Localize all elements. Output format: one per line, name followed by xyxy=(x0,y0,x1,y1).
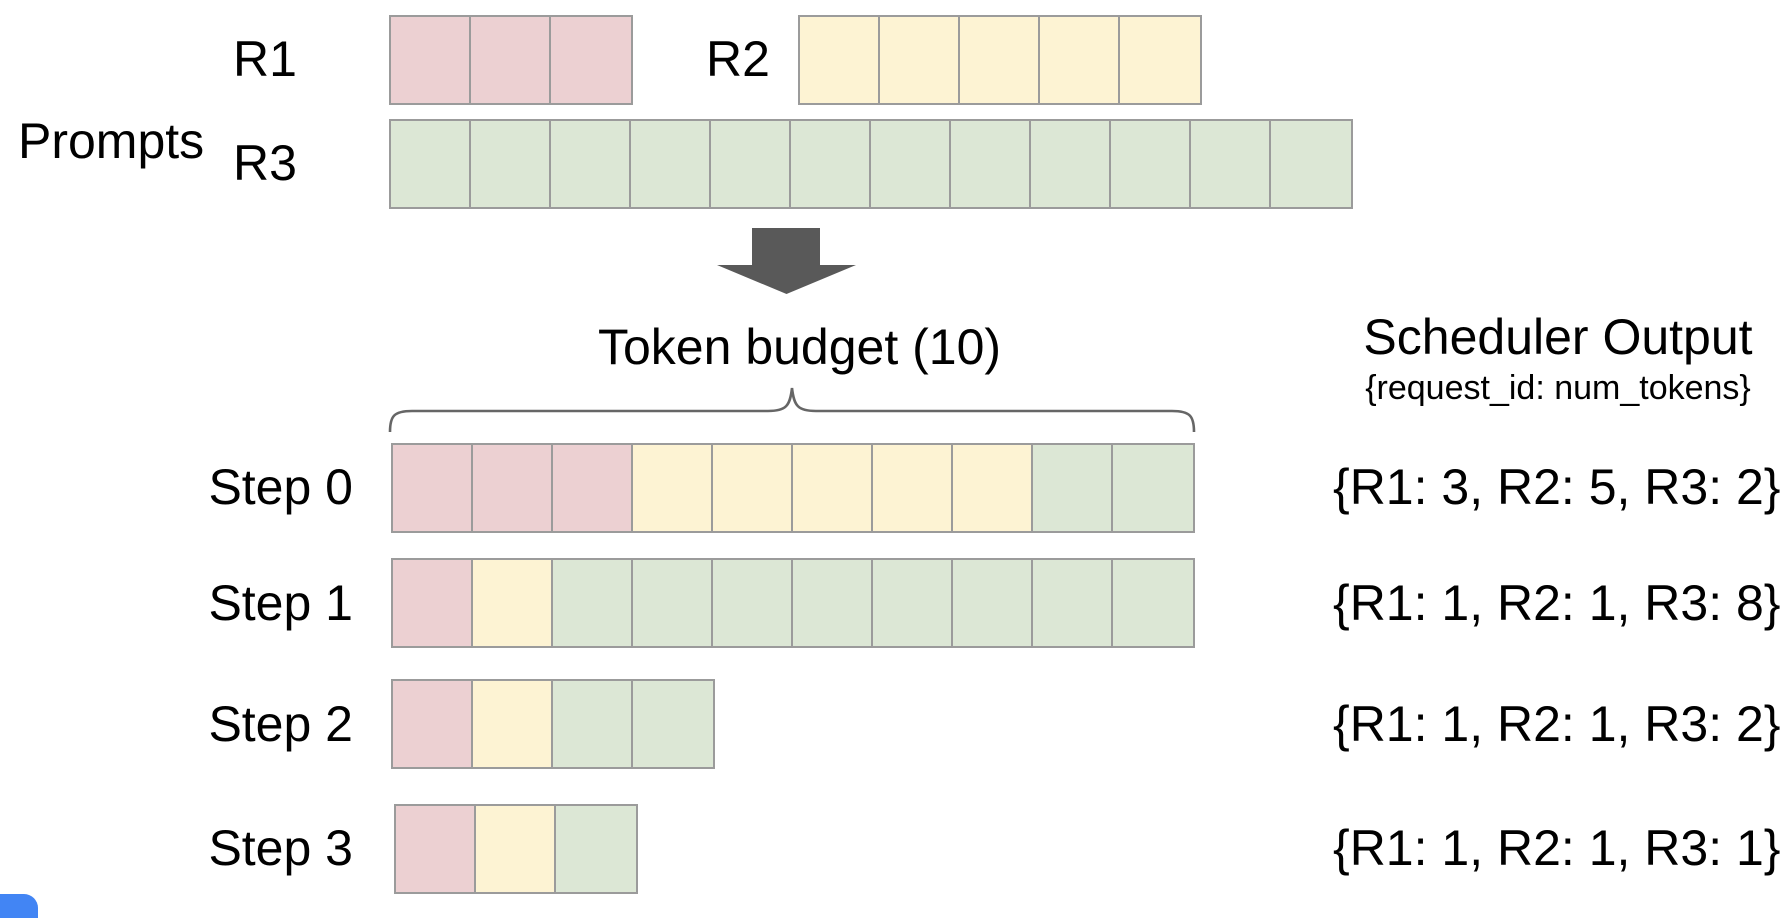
step-3-row xyxy=(394,804,638,894)
step-1-row xyxy=(391,558,1195,648)
token-cell-r2 xyxy=(713,445,793,531)
prompt-row-r2 xyxy=(798,15,1202,105)
token-budget-label: Token budget (10) xyxy=(598,319,1002,375)
token-cell-r2 xyxy=(800,17,880,103)
token-cell-r3 xyxy=(711,121,791,207)
prompts-label: Prompts xyxy=(18,113,205,169)
token-budget-brace xyxy=(388,384,1196,439)
decorative-corner-shape xyxy=(0,894,38,918)
curly-brace-icon xyxy=(388,387,1196,433)
token-cell-r3 xyxy=(1191,121,1271,207)
scheduler-output-subtitle: {request_id: num_tokens} xyxy=(1365,369,1751,407)
token-cell-r1 xyxy=(393,445,473,531)
token-cell-r1 xyxy=(551,17,631,103)
token-cell-r3 xyxy=(1113,560,1193,646)
token-cell-r1 xyxy=(396,806,476,892)
step-0-label: Step 0 xyxy=(208,459,353,515)
step-2-row xyxy=(391,679,715,769)
token-cell-r2 xyxy=(873,445,953,531)
token-cell-r3 xyxy=(1113,445,1193,531)
scheduler-output-title: Scheduler Output xyxy=(1363,309,1753,365)
token-cell-r2 xyxy=(473,560,553,646)
scheduler-output-header: Scheduler Output {request_id: num_tokens… xyxy=(1340,310,1776,408)
token-cell-r1 xyxy=(473,445,553,531)
step-2-label: Step 2 xyxy=(208,696,353,752)
token-cell-r3 xyxy=(553,560,633,646)
token-cell-r1 xyxy=(393,681,473,767)
token-cell-r3 xyxy=(471,121,551,207)
prompt-row-r1 xyxy=(389,15,633,105)
token-cell-r1 xyxy=(553,445,633,531)
step-1-scheduler-output: {R1: 1, R2: 1, R3: 8} xyxy=(1333,575,1781,631)
step-3-scheduler-output: {R1: 1, R2: 1, R3: 1} xyxy=(1333,820,1781,876)
token-cell-r2 xyxy=(473,681,553,767)
step-2-scheduler-output: {R1: 1, R2: 1, R3: 2} xyxy=(1333,696,1781,752)
token-cell-r3 xyxy=(953,560,1033,646)
token-cell-r3 xyxy=(1031,121,1111,207)
token-cell-r2 xyxy=(1040,17,1120,103)
token-cell-r3 xyxy=(1271,121,1351,207)
token-cell-r3 xyxy=(551,121,631,207)
token-cell-r3 xyxy=(633,681,713,767)
down-arrow-icon xyxy=(717,228,856,294)
token-cell-r3 xyxy=(793,560,873,646)
token-cell-r3 xyxy=(951,121,1031,207)
step-0-scheduler-output: {R1: 3, R2: 5, R3: 2} xyxy=(1333,459,1781,515)
token-cell-r3 xyxy=(631,121,711,207)
token-cell-r2 xyxy=(476,806,556,892)
token-cell-r3 xyxy=(556,806,636,892)
token-cell-r2 xyxy=(953,445,1033,531)
token-cell-r1 xyxy=(393,560,473,646)
token-cell-r3 xyxy=(713,560,793,646)
step-0-row xyxy=(391,443,1195,533)
request-r1-label: R1 xyxy=(233,31,297,87)
token-cell-r3 xyxy=(1033,445,1113,531)
token-cell-r3 xyxy=(553,681,633,767)
down-arrow-glyph xyxy=(717,228,856,294)
token-cell-r3 xyxy=(873,560,953,646)
token-cell-r3 xyxy=(871,121,951,207)
token-cell-r1 xyxy=(471,17,551,103)
token-cell-r1 xyxy=(391,17,471,103)
token-cell-r3 xyxy=(791,121,871,207)
token-cell-r3 xyxy=(1033,560,1113,646)
token-cell-r2 xyxy=(880,17,960,103)
request-r3-label: R3 xyxy=(233,135,297,191)
token-cell-r2 xyxy=(793,445,873,531)
step-3-label: Step 3 xyxy=(208,820,353,876)
token-cell-r3 xyxy=(633,560,713,646)
request-r2-label: R2 xyxy=(706,31,770,87)
step-1-label: Step 1 xyxy=(208,575,353,631)
token-cell-r2 xyxy=(960,17,1040,103)
token-cell-r3 xyxy=(391,121,471,207)
prompt-row-r3 xyxy=(389,119,1353,209)
token-cell-r2 xyxy=(1120,17,1200,103)
token-cell-r2 xyxy=(633,445,713,531)
token-cell-r3 xyxy=(1111,121,1191,207)
